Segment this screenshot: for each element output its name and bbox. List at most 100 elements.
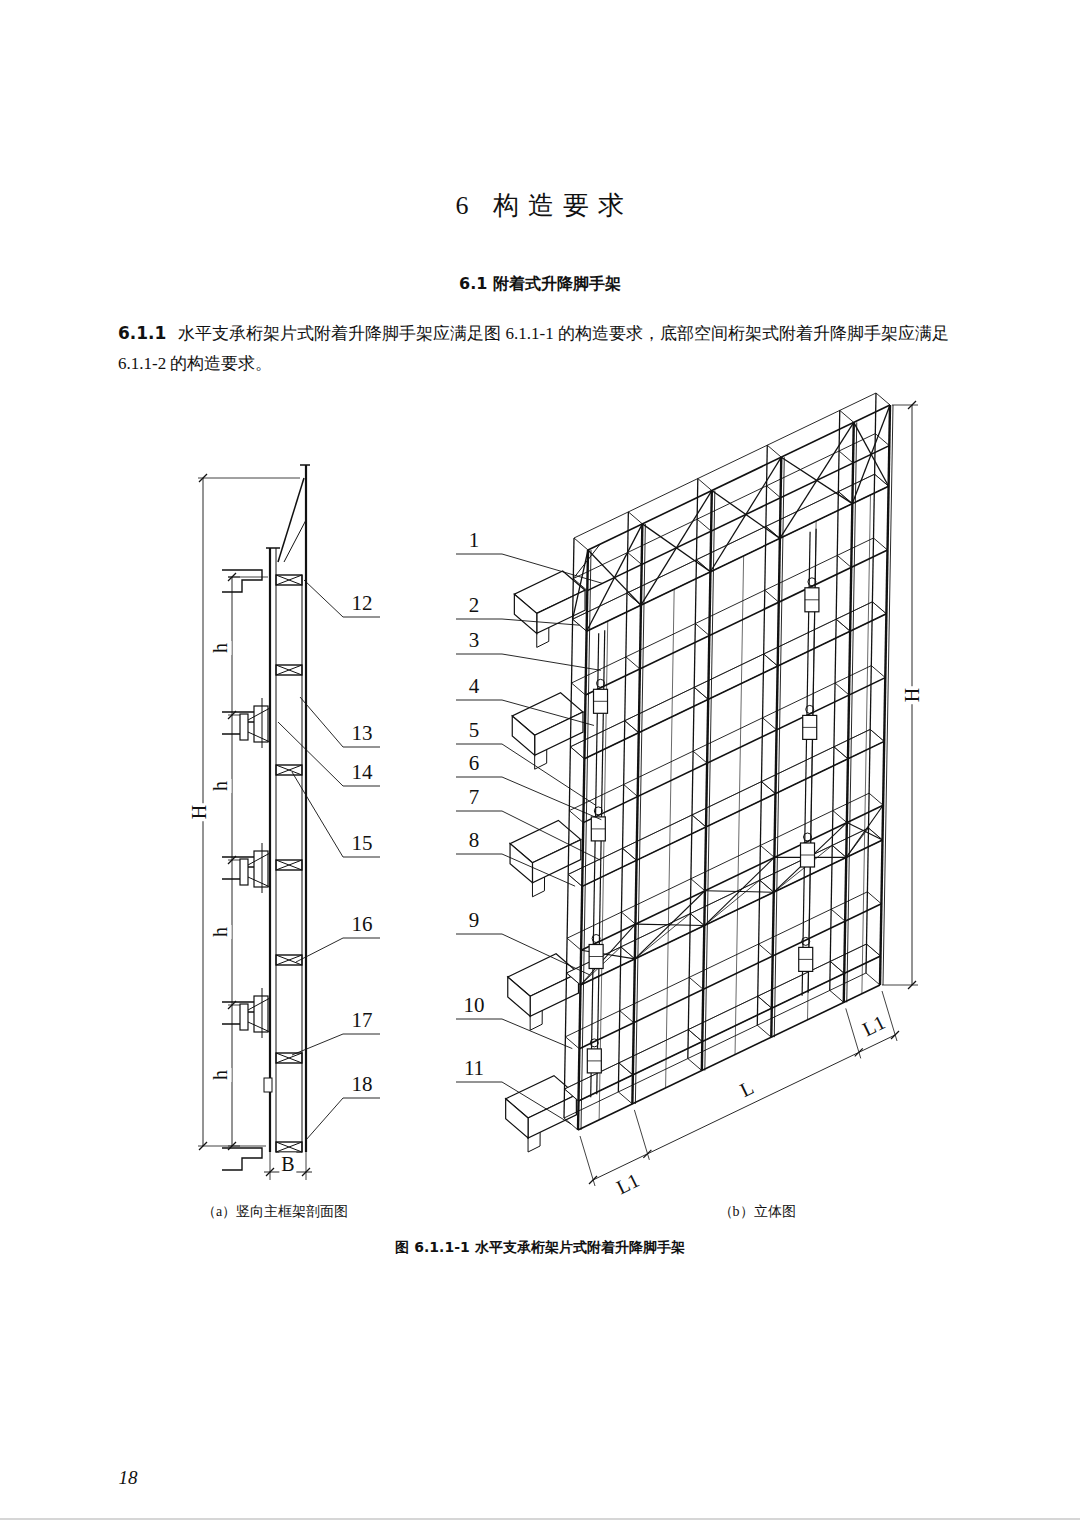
drawing-path (695, 624, 709, 636)
drawing-path (698, 479, 712, 491)
drawing-path (690, 914, 704, 926)
drawing-line (199, 1142, 207, 1150)
drawing-path (688, 1030, 702, 1042)
walk-board (568, 848, 636, 886)
drawing-line (276, 575, 302, 585)
anchor-block (264, 1078, 272, 1092)
drawing-path (764, 654, 778, 666)
callout-number: 8 (469, 828, 480, 852)
drawing-line (266, 1168, 274, 1176)
drawing-line (228, 715, 240, 716)
callout-number: 9 (469, 908, 480, 932)
drawing-path (875, 474, 889, 486)
drawing-line (248, 708, 270, 720)
drawing-path (830, 990, 844, 1002)
leader-line (292, 772, 380, 857)
drawing-path (866, 973, 880, 985)
brace (635, 914, 690, 959)
drawing-path (692, 815, 706, 827)
brace (704, 857, 774, 925)
drawing-line (306, 1152, 307, 1180)
drawing-path (870, 729, 884, 741)
drawing-path (628, 553, 642, 565)
hoist-hook (804, 833, 812, 841)
brace (587, 524, 643, 631)
floor-slab (528, 1095, 576, 1138)
rail (569, 666, 871, 811)
rail (587, 446, 889, 591)
drawing-line (587, 1060, 601, 1061)
brace (712, 491, 780, 539)
drawing-line (228, 577, 240, 578)
barrier (573, 544, 600, 578)
truss-level (276, 765, 302, 775)
drawing-path (760, 880, 774, 892)
floor-slab (528, 1132, 540, 1152)
callout-number: 12 (352, 591, 373, 615)
drawing-line (302, 1168, 310, 1176)
drawing-path (874, 538, 888, 550)
walk-board (627, 560, 710, 605)
floor-slab (537, 628, 549, 648)
rail (583, 678, 885, 823)
drawing-path (620, 1011, 634, 1023)
drawing-line (300, 464, 310, 466)
extension-line (580, 1136, 595, 1186)
walk-board (619, 1030, 702, 1075)
lifting-device (805, 588, 819, 612)
drawing-path (834, 747, 848, 759)
drawing-path (689, 977, 703, 989)
drawing-path (666, 589, 675, 1088)
walk-board (692, 782, 775, 827)
drawing-path (869, 793, 883, 805)
lifting-device (591, 817, 605, 841)
rail (581, 805, 883, 950)
lifting-device (594, 689, 608, 713)
drawing-path (574, 538, 588, 550)
hoist-hook (806, 705, 814, 713)
callout-number: 6 (469, 751, 480, 775)
leader-line (296, 938, 380, 962)
clause-text: 水平支承桁架片式附着升降脚手架应满足图 6.1.1-1 的构造要求，底部空间桁架… (118, 324, 949, 373)
dimension-label: h (209, 1068, 232, 1082)
drawing-path (628, 512, 642, 524)
dimension-label: h (209, 925, 232, 939)
isometric-view (456, 393, 918, 1186)
post (844, 422, 854, 1002)
drawing-line (198, 478, 300, 479)
floor-slab (530, 1010, 542, 1030)
walk-board (830, 944, 880, 973)
drawing-line (801, 855, 815, 856)
lifting-device (803, 715, 817, 739)
leader-line (456, 854, 575, 886)
brace (847, 823, 883, 840)
floor-slab (514, 594, 536, 633)
hoist-hook (808, 578, 816, 586)
anchor-block (254, 996, 268, 1032)
post (830, 410, 840, 990)
drawing-path (767, 486, 781, 498)
drawing-line (276, 765, 302, 775)
drawing-line (248, 877, 270, 887)
drawing-path (837, 555, 851, 567)
rail (565, 944, 867, 1089)
drawing-path (569, 811, 583, 823)
drawing-line (276, 860, 302, 870)
walk-board (832, 828, 882, 857)
drawing-path (839, 451, 853, 463)
drawing-path (565, 1089, 579, 1101)
slab-edge (222, 570, 262, 592)
leader-line (456, 934, 590, 975)
brace (635, 891, 705, 959)
drawing-line (262, 698, 263, 748)
drawing-line (892, 405, 918, 406)
anchor-block (240, 1004, 248, 1030)
drawing-path (867, 944, 881, 956)
rail (578, 985, 880, 1130)
drawing-line (248, 732, 270, 742)
rail (588, 405, 890, 550)
drawing-line (643, 1150, 651, 1158)
rail (568, 729, 870, 874)
subfigure-caption: （b）立体图 (719, 1204, 796, 1220)
extension-line (846, 1008, 861, 1058)
